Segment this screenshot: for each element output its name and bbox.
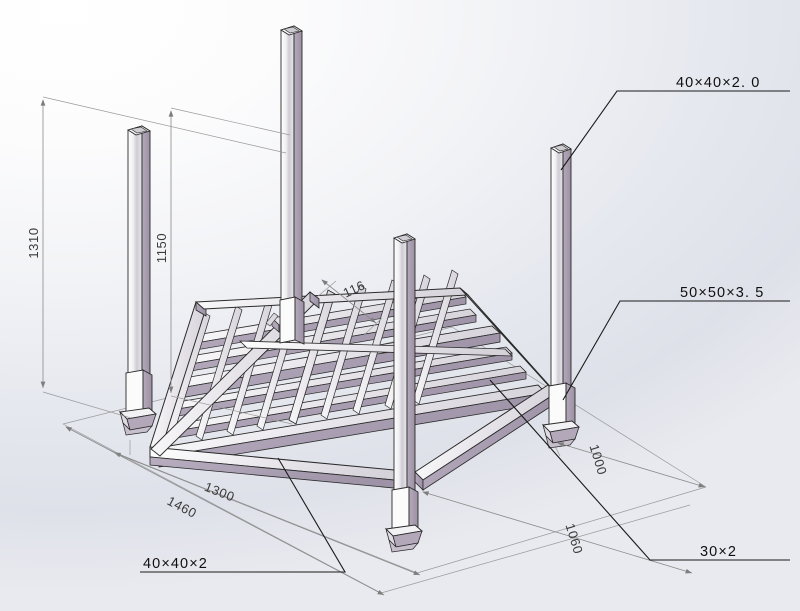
callout-label-post-sleeve: 50×50×3. 5 (680, 285, 764, 301)
dimension-label-1150: 1150 (154, 233, 169, 263)
callout-deck-slat: 30×2 (489, 379, 790, 561)
post-back-right (279, 25, 305, 345)
dimension-label-1460: 1460 (165, 493, 200, 521)
post-back-left (119, 125, 158, 436)
dimension-label-1000: 1000 (587, 443, 611, 477)
callout-label-deck-slat: 30×2 (700, 544, 737, 560)
deck-assembly (149, 269, 557, 491)
dimension-label-1060: 1060 (563, 522, 587, 556)
callout-label-deck-frame: 40×40×2 (143, 556, 208, 572)
deck-spine-beams (150, 291, 513, 457)
dimension-post-height: 1150 (154, 107, 293, 425)
dimension-label-1310: 1310 (26, 227, 41, 258)
dimension-deck-depth-outer: 1060 (422, 491, 693, 574)
callout-post-tube: 40×40×2. 0 (560, 75, 790, 171)
dimension-deck-depth-inner: 1000 (557, 442, 706, 488)
callout-label-post-tube: 40×40×2. 0 (676, 75, 760, 91)
post-front-right (542, 143, 581, 449)
callout-deck-frame: 40×40×2 (140, 457, 346, 573)
dimension-overall-height: 1310 (26, 96, 287, 419)
callout-post-sleeve: 50×50×3. 5 (562, 285, 790, 401)
